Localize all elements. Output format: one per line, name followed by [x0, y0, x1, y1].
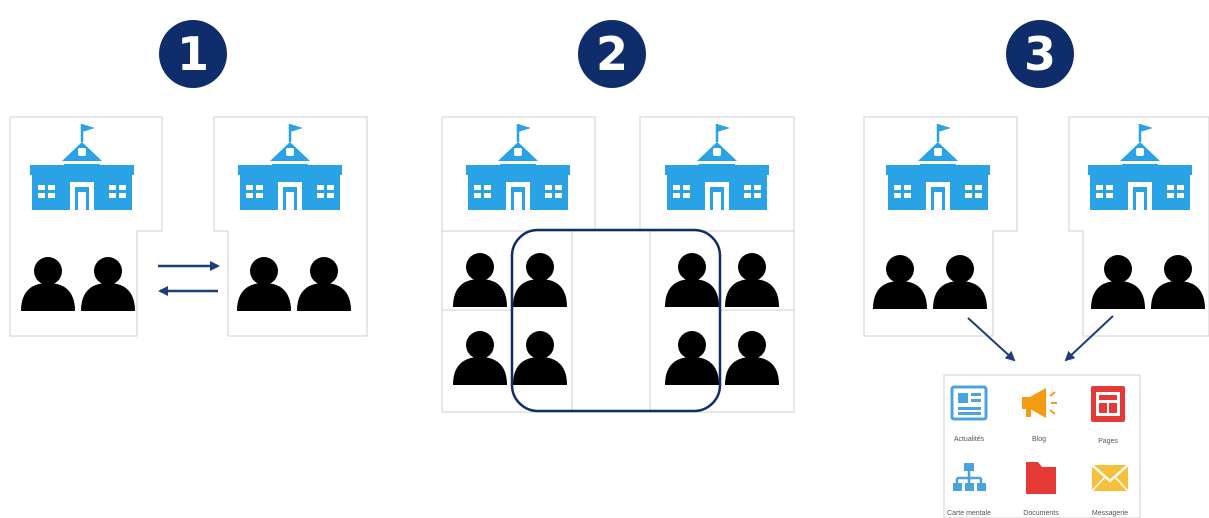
megaphone-icon [1022, 388, 1057, 418]
arrow-down-left-icon [1064, 315, 1114, 362]
arrow-down-right-icon [967, 317, 1016, 362]
folder-icon [1026, 462, 1056, 494]
envelope-icon [1091, 464, 1129, 492]
app-label: Pages [1098, 438, 1118, 445]
app-label: Carte mentale [947, 510, 991, 517]
exchange-arrows [158, 261, 220, 296]
app-messaging[interactable]: Messagerie [1091, 464, 1129, 517]
app-label: Messagerie [1092, 510, 1128, 517]
app-news[interactable]: Actualités [950, 385, 988, 443]
scenario-number: 2 [596, 27, 628, 81]
app-label: Blog [1032, 436, 1046, 443]
app-pages[interactable]: Pages [1091, 386, 1125, 445]
scenario-2 [441, 116, 795, 413]
scenario-number: 1 [177, 27, 209, 81]
school-card-right [639, 116, 795, 232]
app-documents[interactable]: Documents [1023, 462, 1059, 517]
school-card-left [441, 116, 596, 232]
sitemap-icon [953, 463, 986, 491]
app-blog[interactable]: Blog [1022, 388, 1057, 443]
scenario-badge-1: 1 [159, 20, 227, 88]
scenario-badge-3: 3 [1006, 20, 1074, 88]
scenario-3: Actualités Blog [863, 116, 1209, 518]
school-card-right [1068, 116, 1209, 337]
shared-group-outline [510, 228, 722, 413]
scenario-badge-2: 2 [578, 20, 646, 88]
scenario-1 [9, 116, 368, 337]
people-panel [441, 228, 795, 413]
school-card-left [863, 116, 1018, 337]
app-label: Actualités [954, 436, 985, 443]
apps-panel: Actualités Blog [943, 374, 1141, 518]
app-mindmap[interactable]: Carte mentale [947, 463, 991, 517]
school-card-right [213, 116, 368, 337]
page-layout-icon [1091, 386, 1125, 422]
app-label: Documents [1023, 510, 1059, 517]
school-card-left [9, 116, 163, 337]
newspaper-icon [950, 385, 988, 421]
scenario-number: 3 [1024, 27, 1056, 81]
